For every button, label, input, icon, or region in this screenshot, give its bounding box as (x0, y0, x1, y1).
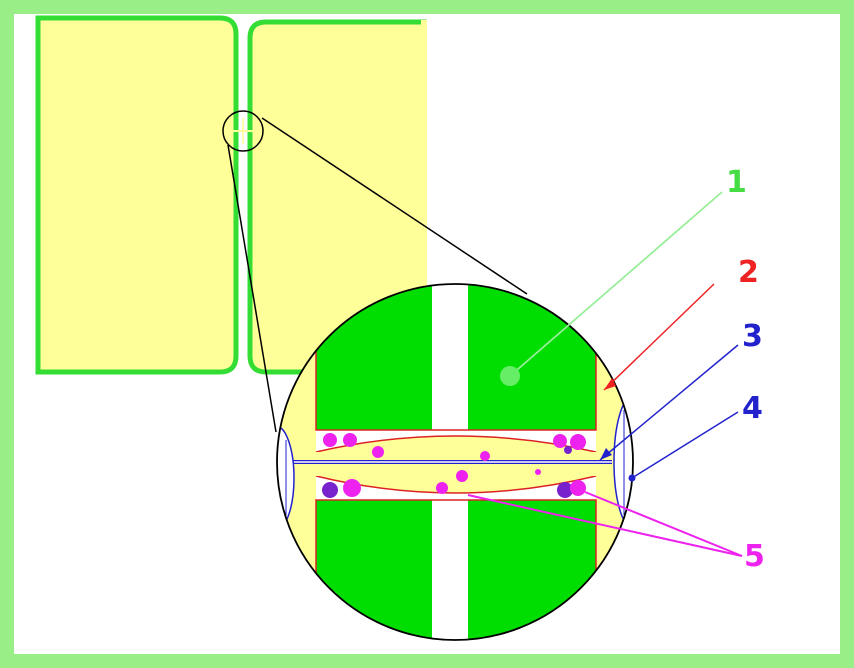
pointer-3 (599, 344, 739, 461)
right-cell (247, 19, 427, 375)
left-cell (35, 15, 239, 375)
pointer-1 (509, 191, 723, 377)
label-1: 1 (726, 165, 747, 200)
pointer-4 (631, 411, 739, 479)
pointer-2 (603, 283, 715, 391)
pointer-5b (584, 491, 743, 557)
pointer-5a (467, 494, 743, 557)
zoom-line-right (261, 117, 528, 295)
label-5: 5 (744, 539, 765, 574)
label-2: 2 (738, 255, 759, 290)
magnify-spot (222, 110, 264, 152)
zoom-line-left (227, 144, 277, 433)
label-4: 4 (742, 391, 763, 426)
label-3: 3 (742, 319, 763, 354)
pointer-1-dot (500, 366, 520, 386)
